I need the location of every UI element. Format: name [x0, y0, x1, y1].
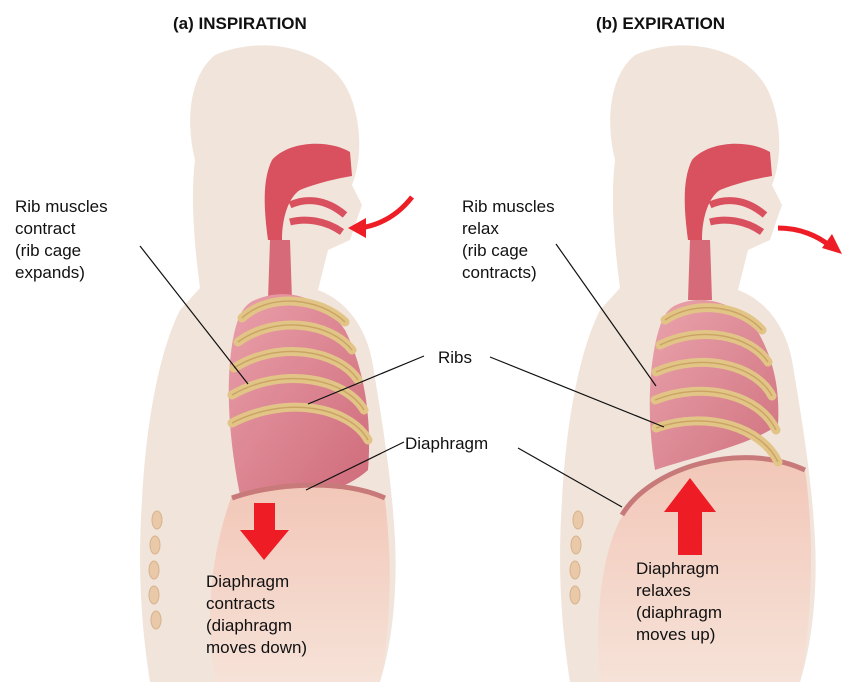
- diaphragm-label-b: Diaphragm relaxes (diaphragm moves up): [636, 558, 722, 646]
- ribs-label: Ribs: [438, 347, 472, 369]
- rib-label-a-line-1: Rib muscles: [15, 196, 108, 218]
- rib-muscles-label-a: Rib muscles contract (rib cage expands): [15, 196, 108, 284]
- exhale-arrowhead: [822, 234, 842, 254]
- diaphragm-label-b-line-3: (diaphragm: [636, 602, 722, 624]
- inhale-arrow: [360, 197, 412, 228]
- diaphragm-label-b-line-4: moves up): [636, 624, 722, 646]
- diaphragm-label: Diaphragm: [405, 433, 488, 455]
- rib-label-b-line-2: relax: [462, 218, 555, 240]
- exhale-arrow: [778, 228, 830, 246]
- rib-label-a-line-4: expands): [15, 262, 108, 284]
- panel-a-title: (a) INSPIRATION: [173, 14, 307, 34]
- diaphragm-label-b-line-1: Diaphragm: [636, 558, 722, 580]
- panel-b-title: (b) EXPIRATION: [596, 14, 725, 34]
- diaphragm-label-a-line-3: (diaphragm: [206, 615, 307, 637]
- diaphragm-label-b-line-2: relaxes: [636, 580, 722, 602]
- rib-label-a-line-3: (rib cage: [15, 240, 108, 262]
- diaphragm-label-a-line-4: moves down): [206, 637, 307, 659]
- diaphragm-label-a-line-1: Diaphragm: [206, 571, 307, 593]
- rib-muscles-label-b: Rib muscles relax (rib cage contracts): [462, 196, 555, 284]
- rib-label-b-line-1: Rib muscles: [462, 196, 555, 218]
- rib-label-b-line-4: contracts): [462, 262, 555, 284]
- trachea-b: [688, 240, 712, 300]
- rib-label-a-line-2: contract: [15, 218, 108, 240]
- diaphragm-label-a-line-2: contracts: [206, 593, 307, 615]
- diaphragm-label-a: Diaphragm contracts (diaphragm moves dow…: [206, 571, 307, 659]
- rib-label-b-line-3: (rib cage: [462, 240, 555, 262]
- trachea-a: [268, 240, 292, 300]
